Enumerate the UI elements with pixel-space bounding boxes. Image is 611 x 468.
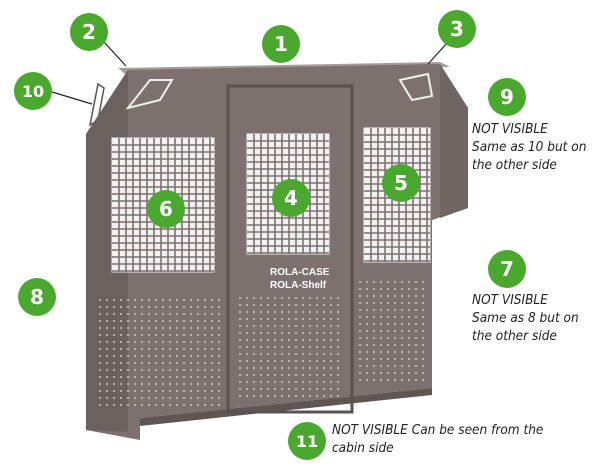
leader-3 xyxy=(428,42,448,64)
note-7-line-2: Same as 8 but on xyxy=(472,309,579,327)
note-7: NOT VISIBLE Same as 8 but on the other s… xyxy=(472,291,579,345)
logo-rola-case: ROLA-CASE xyxy=(270,267,330,278)
callout-5: 5 xyxy=(382,164,420,202)
note-11-line-2: cabin side xyxy=(332,439,543,457)
note-9-line-3: the other side xyxy=(472,156,586,174)
callout-1: 1 xyxy=(262,25,300,63)
callout-4: 4 xyxy=(272,179,310,217)
callout-7: 7 xyxy=(488,250,526,288)
note-7-line-1: NOT VISIBLE xyxy=(472,291,579,309)
leader-2 xyxy=(104,42,126,66)
callout-10: 10 xyxy=(14,72,52,110)
callout-3: 3 xyxy=(438,10,476,48)
perforated-panel-center xyxy=(239,297,339,397)
callout-9: 9 xyxy=(488,78,526,116)
leader-10 xyxy=(52,92,92,104)
callout-6: 6 xyxy=(147,190,185,228)
logo-rola-shelf: ROLA-Shelf xyxy=(270,280,327,291)
note-9-line-2: Same as 10 but on xyxy=(472,138,586,156)
note-9-line-1: NOT VISIBLE xyxy=(472,120,586,138)
callout-11: 11 xyxy=(288,422,326,460)
callout-2: 2 xyxy=(70,13,108,51)
callout-8: 8 xyxy=(18,278,56,316)
side-handle xyxy=(72,264,82,300)
note-11-line-1: NOT VISIBLE Can be seen from the xyxy=(332,421,543,439)
note-11: NOT VISIBLE Can be seen from the cabin s… xyxy=(332,421,543,457)
note-9: NOT VISIBLE Same as 10 but on the other … xyxy=(472,120,586,174)
note-7-line-3: the other side xyxy=(472,327,579,345)
right-wing xyxy=(440,64,468,218)
